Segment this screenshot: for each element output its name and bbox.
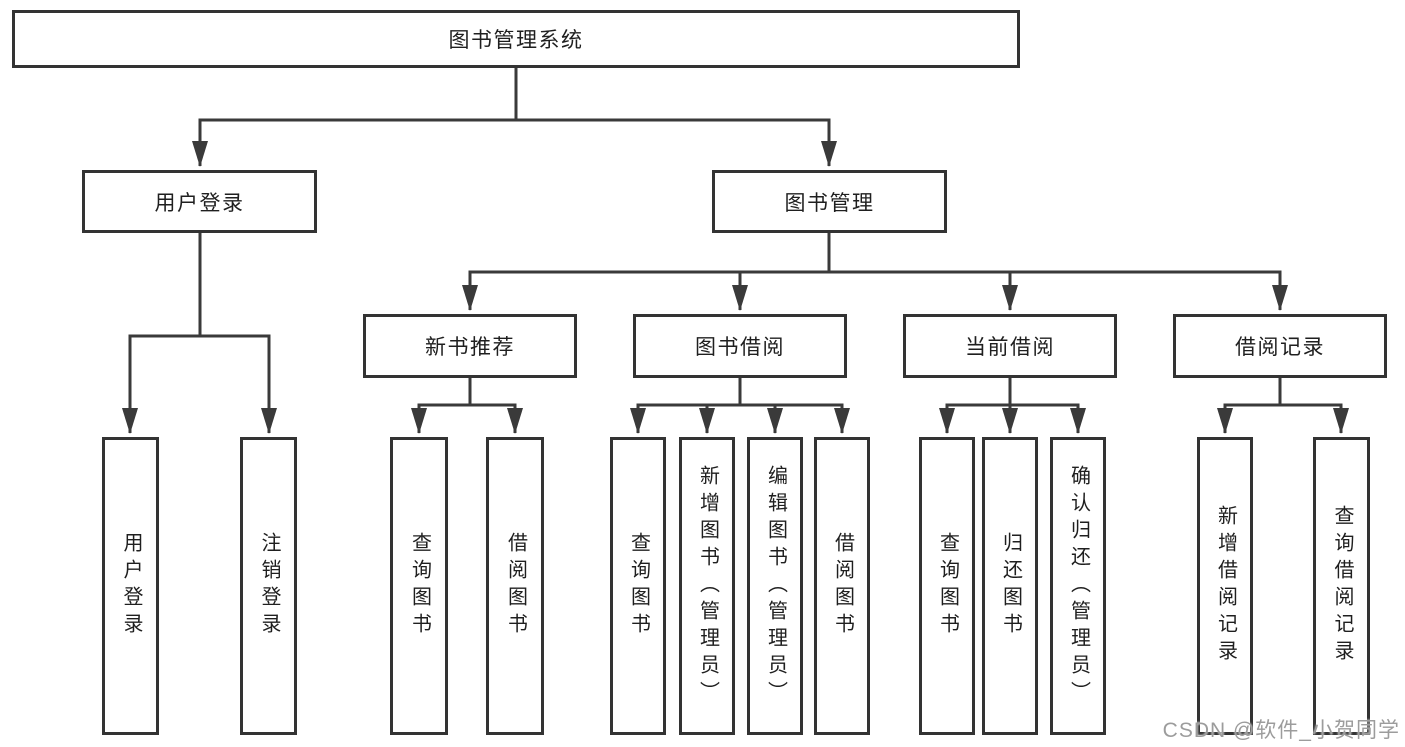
- leaf-query-books-borrowing: 查询图书: [610, 437, 666, 735]
- node-label: 图书借阅: [695, 336, 785, 359]
- node-label: 新书推荐: [425, 336, 515, 359]
- leaf-label: 新增借阅记录: [1214, 505, 1237, 667]
- node-book-borrowing: 图书借阅: [633, 314, 847, 378]
- leaf-label: 新增图书（管理员）: [696, 464, 719, 708]
- connector-bookborrow-group: [630, 378, 850, 434]
- leaf-borrow-books-recommend: 借阅图书: [486, 437, 544, 735]
- leaf-edit-books-admin: 编辑图书（管理员）: [747, 437, 803, 735]
- leaf-label: 用户登录: [120, 532, 142, 640]
- node-book-management: 图书管理: [712, 170, 947, 233]
- csdn-watermark: CSDN @软件_小贺同学: [1162, 719, 1400, 742]
- node-label: 用户登录: [154, 191, 245, 215]
- leaf-add-books-admin: 新增图书（管理员）: [679, 437, 735, 735]
- node-new-book-recommendation: 新书推荐: [363, 314, 577, 378]
- node-user-login: 用户登录: [82, 170, 317, 233]
- leaf-borrow-books: 借阅图书: [814, 437, 870, 735]
- leaf-label: 归还图书: [999, 532, 1022, 640]
- leaf-return-books: 归还图书: [982, 437, 1038, 735]
- node-label: 借阅记录: [1235, 336, 1325, 359]
- connector-currentborrow-group: [939, 378, 1086, 434]
- leaf-label: 编辑图书（管理员）: [764, 464, 787, 708]
- node-label: 当前借阅: [965, 336, 1055, 359]
- leaf-logout: 注销登录: [240, 437, 297, 735]
- connector-root-to-level2: [192, 68, 837, 167]
- node-label: 图书管理: [784, 191, 875, 215]
- node-library-management-system: 图书管理系统: [12, 10, 1020, 68]
- leaf-add-borrow-record: 新增借阅记录: [1197, 437, 1253, 735]
- leaf-label: 查询借阅记录: [1331, 505, 1353, 667]
- leaf-query-borrow-record: 查询借阅记录: [1313, 437, 1370, 735]
- connector-newbookrec-group: [411, 378, 523, 434]
- leaf-label: 注销登录: [258, 532, 280, 640]
- leaf-label: 确认归还（管理员）: [1067, 464, 1090, 708]
- leaf-label: 查询图书: [408, 532, 431, 640]
- leaf-query-books-recommend: 查询图书: [390, 437, 448, 735]
- connector-bookmgmt-to-level3: [462, 233, 1288, 311]
- leaf-confirm-return-admin: 确认归还（管理员）: [1050, 437, 1106, 735]
- connector-userlogin-group: [122, 233, 277, 434]
- node-label: 图书管理系统: [448, 29, 584, 52]
- node-borrowing-records: 借阅记录: [1173, 314, 1387, 378]
- leaf-label: 借阅图书: [504, 532, 527, 640]
- connector-borrowrecord-group: [1217, 378, 1349, 434]
- leaf-label: 查询图书: [627, 532, 650, 640]
- node-current-borrowing: 当前借阅: [903, 314, 1117, 378]
- leaf-label: 查询图书: [936, 532, 959, 640]
- leaf-label: 借阅图书: [831, 532, 854, 640]
- leaf-user-login: 用户登录: [102, 437, 159, 735]
- leaf-query-books-current: 查询图书: [919, 437, 975, 735]
